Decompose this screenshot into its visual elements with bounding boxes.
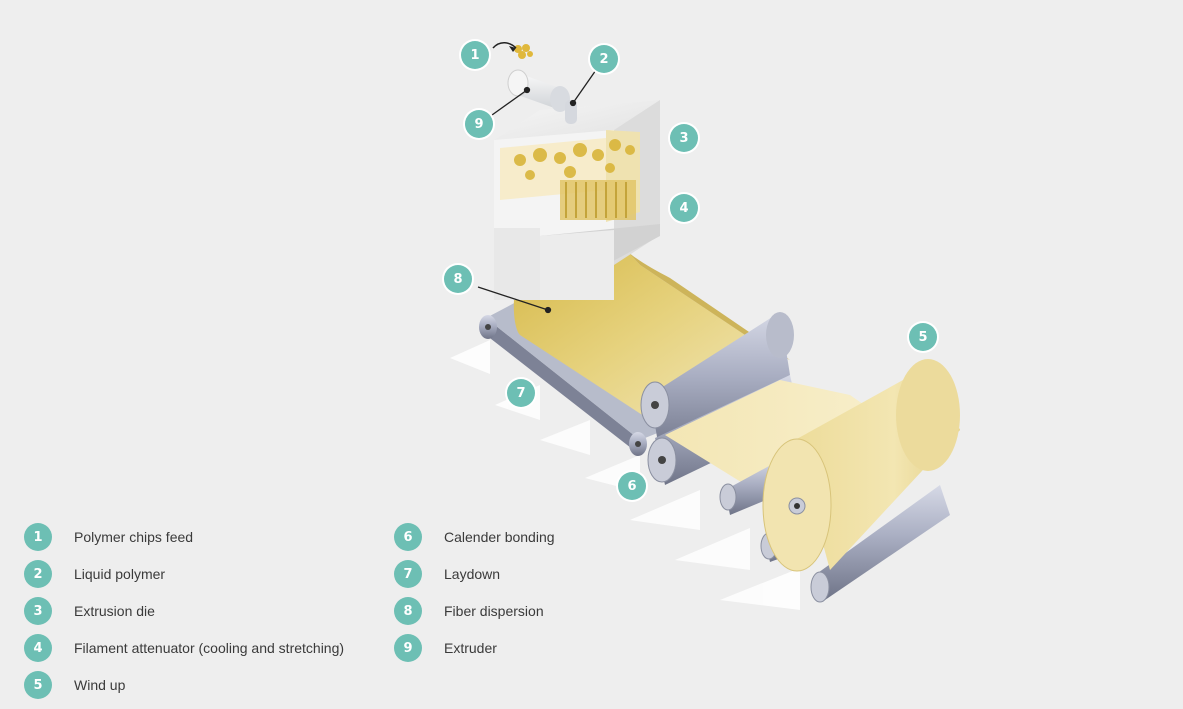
legend-label: Filament attenuator (cooling and stretch… [74,640,345,656]
legend-item: 3 Extrusion die [24,597,155,625]
fabric-sheet [665,380,900,500]
legend-number: 8 [394,597,422,625]
callout-8: 8 [444,265,472,293]
legend-item: 9 Extruder [394,634,497,662]
callout-4: 4 [670,194,698,222]
legend-number: 6 [394,523,422,551]
wound-roll [762,359,960,572]
callout-1: 1 [461,41,489,69]
legend-label: Liquid polymer [74,566,166,582]
legend-number: 3 [24,597,52,625]
legend-item: 2 Liquid polymer [24,560,165,588]
legend-label: Extrusion die [74,603,155,619]
legend-number: 1 [24,523,52,551]
legend-number: 2 [24,560,52,588]
callout-6: 6 [618,472,646,500]
legend-item: 1 Polymer chips feed [24,523,193,551]
legend-item: 5 Wind up [24,671,125,699]
callout-2: 2 [590,45,618,73]
callout-5: 5 [909,323,937,351]
legend-number: 9 [394,634,422,662]
legend-number: 4 [24,634,52,662]
legend-label: Calender bonding [444,529,555,545]
feed-arrow [492,42,517,49]
legend-item: 8 Fiber dispersion [394,597,544,625]
callout-9: 9 [465,110,493,138]
extruder [507,69,577,124]
spinning-machine [494,100,660,300]
callout-7: 7 [507,379,535,407]
legend-item: 6 Calender bonding [394,523,555,551]
legend-label: Extruder [444,640,497,656]
legend-label: Polymer chips feed [74,529,194,545]
legend-item: 4 Filament attenuator (cooling and stret… [24,634,344,662]
legend-label: Wind up [74,677,126,693]
legend-label: Laydown [444,566,501,582]
legend-number: 5 [24,671,52,699]
legend-number: 7 [394,560,422,588]
legend-label: Fiber dispersion [444,603,544,619]
polymer-chips [514,44,533,59]
legend-item: 7 Laydown [394,560,500,588]
leader-lines [477,69,597,314]
callout-3: 3 [670,124,698,152]
